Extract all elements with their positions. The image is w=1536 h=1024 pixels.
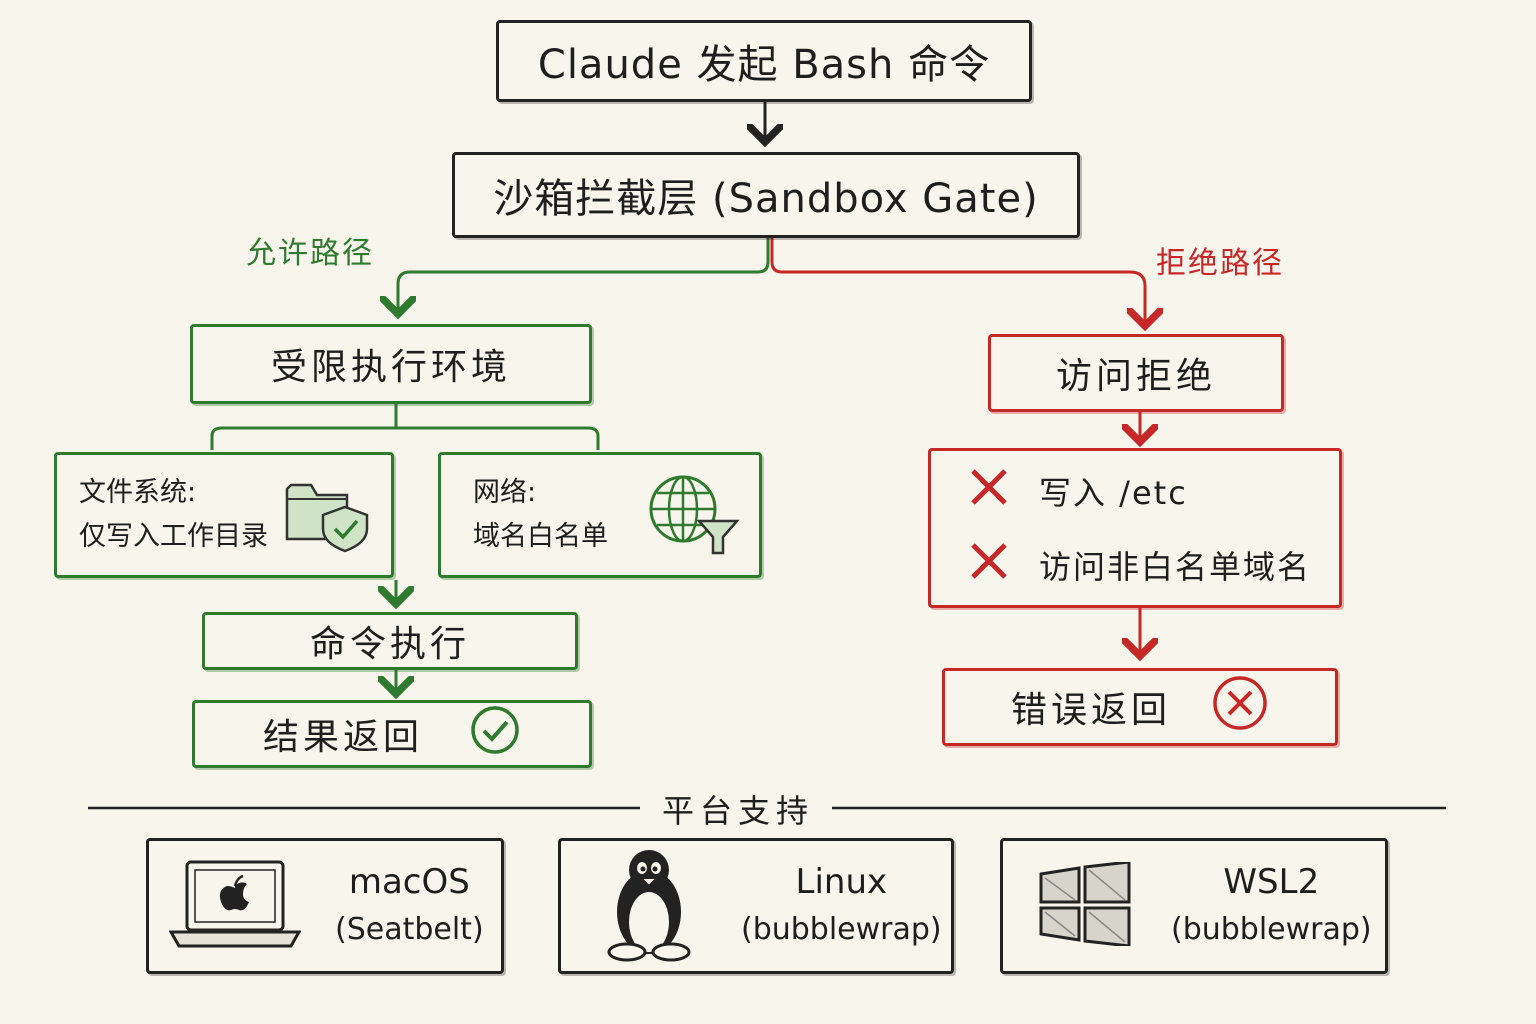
allow-path-label: 允许路径 bbox=[246, 236, 374, 271]
windows-logo-icon bbox=[1039, 860, 1131, 950]
cross-icon bbox=[967, 465, 1011, 517]
access-denied-box: 访问拒绝 bbox=[988, 334, 1284, 412]
restricted-env-box: 受限执行环境 bbox=[190, 324, 592, 404]
network-box: 网络: 域名白名单 bbox=[438, 452, 762, 578]
folder-shield-icon bbox=[283, 473, 373, 557]
command-exec-box: 命令执行 bbox=[202, 612, 578, 670]
tux-penguin-icon bbox=[601, 846, 697, 966]
platform-wsl2-box: WSL2 (bubblewrap) bbox=[1000, 838, 1388, 974]
denied-actions-list: 写入 /etc 访问非白名单域名 bbox=[967, 465, 1311, 591]
access-denied-label: 访问拒绝 bbox=[1055, 356, 1216, 397]
platform-engine: (bubblewrap) bbox=[1171, 912, 1372, 947]
platform-macos-box: macOS (Seatbelt) bbox=[146, 838, 504, 974]
arrow-gate-to-deny bbox=[770, 238, 1145, 326]
platform-support-heading: 平台支持 bbox=[662, 792, 815, 830]
sandbox-gate-box: 沙箱拦截层 (Sandbox Gate) bbox=[452, 152, 1080, 238]
sandbox-gate-label: 沙箱拦截层 (Sandbox Gate) bbox=[493, 176, 1039, 222]
platform-engine: (bubblewrap) bbox=[741, 912, 942, 947]
cross-circle-icon bbox=[1211, 674, 1269, 741]
filesystem-desc: 仅写入工作目录 bbox=[79, 521, 268, 552]
platform-engine: (Seatbelt) bbox=[335, 912, 484, 947]
platform-macos-text: macOS (Seatbelt) bbox=[335, 858, 484, 954]
denied-item-label: 访问非白名单域名 bbox=[1039, 548, 1312, 586]
globe-filter-icon bbox=[645, 469, 741, 561]
error-return-box: 错误返回 bbox=[942, 668, 1338, 746]
result-return-label: 结果返回 bbox=[262, 717, 423, 758]
platform-wsl2-text: WSL2 (bubblewrap) bbox=[1171, 858, 1372, 954]
branch-env-to-subboxes bbox=[210, 404, 600, 450]
platform-name: macOS bbox=[348, 862, 470, 902]
bash-command-box: Claude 发起 Bash 命令 bbox=[496, 20, 1032, 102]
denied-item-label: 写入 /etc bbox=[1039, 474, 1188, 512]
denied-actions-box: 写入 /etc 访问非白名单域名 bbox=[928, 448, 1342, 608]
result-return-box: 结果返回 bbox=[192, 700, 592, 768]
filesystem-title: 文件系统: bbox=[79, 477, 197, 508]
arrow-gate-to-env bbox=[398, 238, 770, 314]
network-title: 网络: bbox=[473, 477, 537, 508]
network-desc: 域名白名单 bbox=[473, 521, 608, 552]
error-return-label: 错误返回 bbox=[1010, 690, 1171, 731]
deny-path-label: 拒绝路径 bbox=[1156, 246, 1284, 281]
bash-command-label: Claude 发起 Bash 命令 bbox=[537, 42, 991, 88]
cross-icon bbox=[967, 539, 1011, 591]
platform-linux-box: Linux (bubblewrap) bbox=[558, 838, 954, 974]
command-exec-label: 命令执行 bbox=[309, 624, 470, 665]
filesystem-box: 文件系统: 仅写入工作目录 bbox=[54, 452, 394, 578]
platform-linux-text: Linux (bubblewrap) bbox=[741, 858, 942, 954]
platform-name: Linux bbox=[795, 862, 888, 902]
filesystem-text: 文件系统: 仅写入工作目录 bbox=[79, 471, 268, 559]
denied-item: 访问非白名单域名 bbox=[967, 539, 1311, 591]
check-circle-icon bbox=[469, 704, 521, 765]
apple-laptop-icon bbox=[168, 858, 302, 954]
restricted-env-label: 受限执行环境 bbox=[270, 347, 511, 388]
platform-name: WSL2 bbox=[1223, 862, 1320, 902]
denied-item: 写入 /etc bbox=[967, 465, 1311, 517]
network-text: 网络: 域名白名单 bbox=[473, 471, 608, 559]
